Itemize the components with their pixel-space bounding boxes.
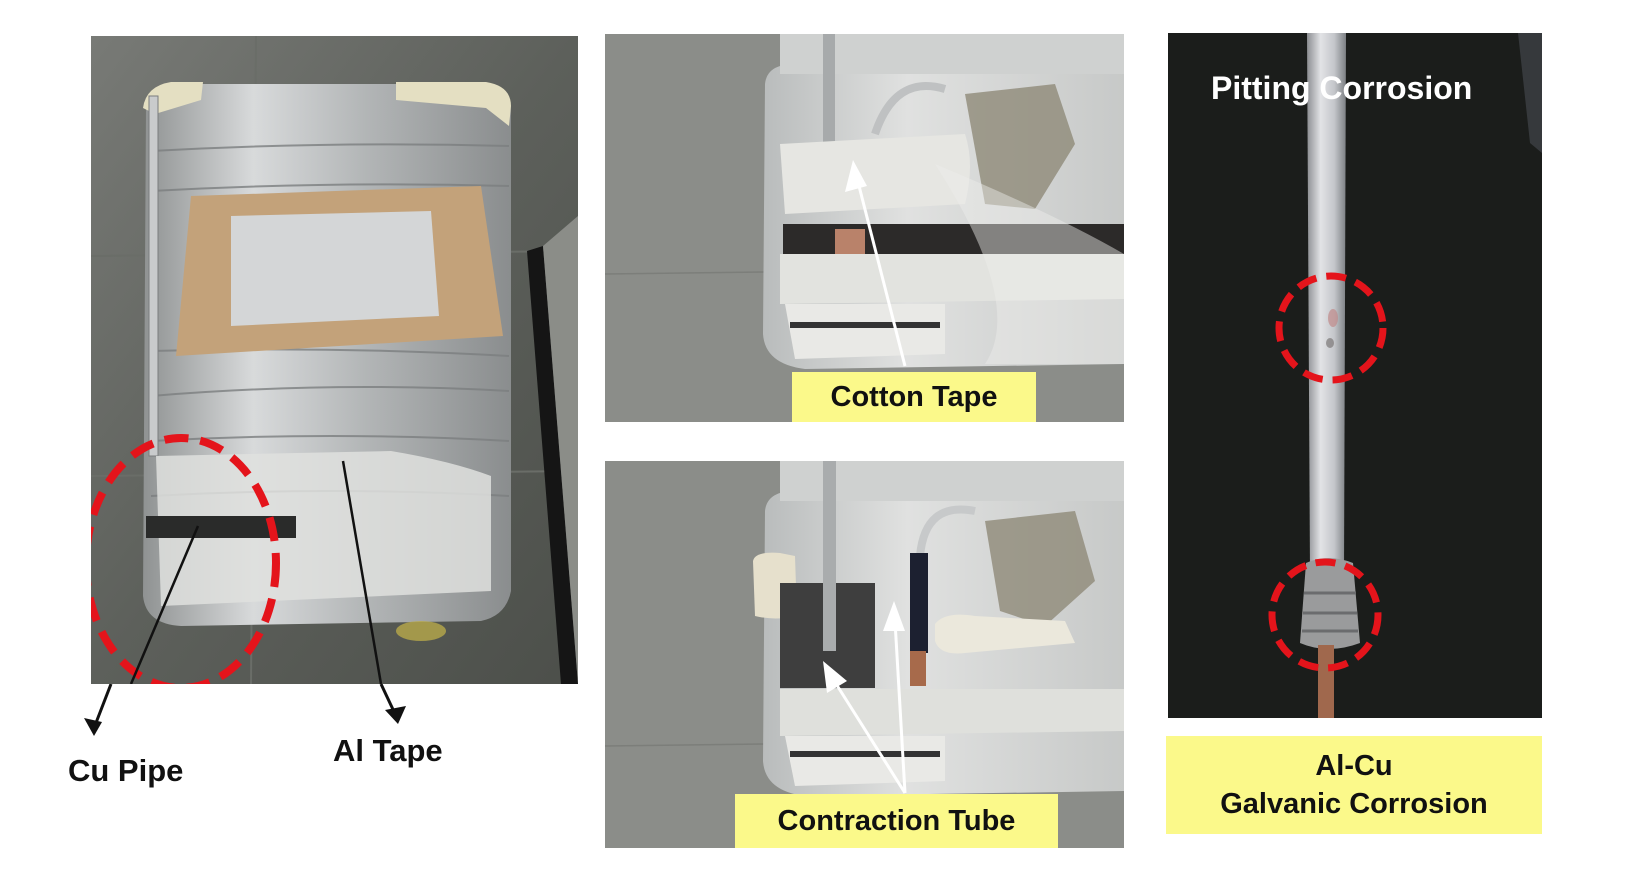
cu-pipe-highlight-circle <box>91 434 280 684</box>
overview-photo <box>91 36 578 684</box>
contraction-tube-photo <box>605 461 1124 848</box>
pitting-highlight-circle <box>1275 272 1387 384</box>
corrosion-photo: Pitting Corrosion <box>1168 33 1542 718</box>
cotton-tape-illustration <box>605 34 1124 422</box>
galvanic-highlight-circle <box>1268 558 1382 672</box>
al-tape-label: Al Tape <box>333 733 443 768</box>
galvanic-corrosion-label: Al-Cu Galvanic Corrosion <box>1166 736 1542 834</box>
corroded-pipe-illustration <box>1168 33 1542 718</box>
pitting-corrosion-label: Pitting Corrosion <box>1211 70 1473 106</box>
tank-illustration <box>91 36 578 684</box>
galvanic-caption-line1: Al-Cu <box>1315 750 1393 782</box>
cotton-tape-photo <box>605 34 1124 422</box>
cotton-tape-label: Cotton Tape <box>792 372 1036 422</box>
galvanic-caption-line2: Galvanic Corrosion <box>1220 788 1488 820</box>
contraction-tube-illustration <box>605 461 1124 848</box>
contraction-tube-label: Contraction Tube <box>735 794 1058 848</box>
cu-pipe-label: Cu Pipe <box>68 753 184 788</box>
overview-arrows <box>84 684 406 736</box>
